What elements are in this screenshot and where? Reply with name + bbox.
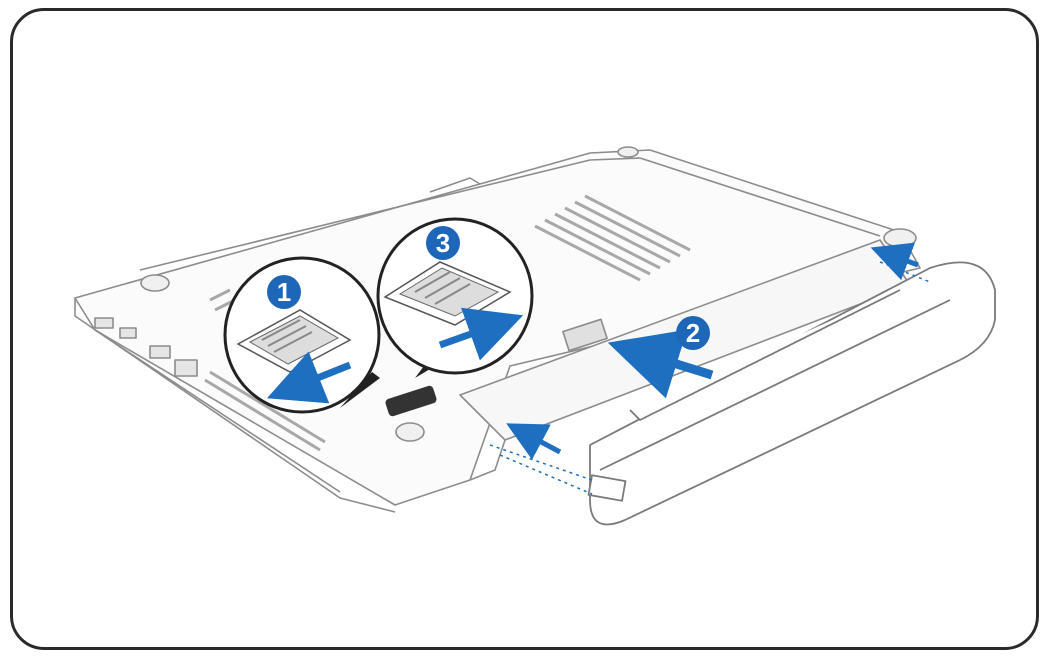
battery-pack-icon <box>587 261 996 526</box>
insert-arrow-left <box>506 423 562 460</box>
latch-switch-icon <box>385 385 437 417</box>
step-badge-1: 1 <box>267 275 301 309</box>
step-badge-2: 2 <box>676 316 710 350</box>
insert-arrow-main <box>607 329 714 399</box>
insert-arrow-right <box>870 242 919 281</box>
zoom-bubble-1 <box>223 256 381 414</box>
step-badge-3: 3 <box>426 226 460 260</box>
step-number-2: 2 <box>686 318 700 348</box>
step-number-1: 1 <box>277 277 291 307</box>
step-number-3: 3 <box>436 228 450 258</box>
zoom-bubble-3 <box>376 217 534 378</box>
